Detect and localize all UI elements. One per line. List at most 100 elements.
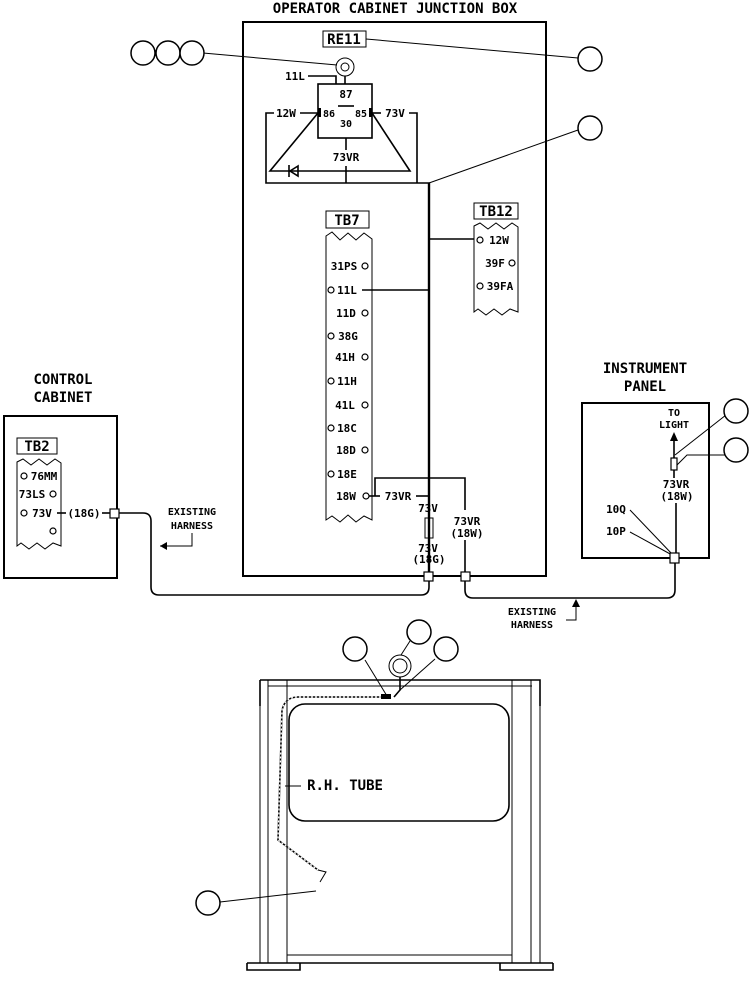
tb12-t-12w: 12W (489, 234, 509, 247)
trunk-leader (428, 129, 579, 184)
relay-pin-85: 85 (355, 109, 367, 120)
tb12-t-39f: 39F (485, 257, 505, 270)
connector-ip (669, 552, 680, 564)
tb12-tag-box (473, 202, 519, 220)
relay-mount-inner (340, 62, 350, 72)
relay-top-leader (202, 52, 338, 66)
tb12-screw (476, 282, 484, 290)
tb2-screw (49, 527, 57, 535)
light-leader-right (399, 658, 436, 691)
wire-73v-loop (409, 112, 418, 183)
pin-10p-label: 10P (606, 525, 626, 538)
tb12-tag: TB12 (479, 204, 513, 220)
harness-arrow-1-head (160, 542, 167, 550)
callout-balloon (433, 636, 459, 662)
callout-balloon (195, 890, 221, 916)
tb2-strip (16, 458, 62, 550)
tb2-t-73v: 73V (32, 507, 52, 520)
instrument-panel-outline (581, 402, 710, 559)
frame-bottom-leader (219, 890, 317, 903)
tb7-t-18c: 18C (337, 422, 357, 435)
relay-pin-30: 30 (340, 119, 352, 130)
harness-right (464, 563, 676, 599)
callout-balloon (130, 40, 156, 66)
wire-73v-jb-label-b: 73V (418, 542, 438, 555)
tb7-t-31ps: 31PS (331, 260, 358, 273)
relay-term-85 (369, 108, 372, 117)
frame-window (288, 703, 510, 822)
rh-tube-path-inner (277, 696, 385, 871)
tb7-screw (327, 470, 335, 478)
to-light-2: LIGHT (659, 420, 689, 431)
tb7-t-11d: 11D (336, 307, 356, 320)
light-mount-clip (381, 694, 391, 699)
wire-12w-label: 12W (276, 107, 296, 120)
callout-balloon (577, 115, 603, 141)
callout-balloon (577, 46, 603, 72)
to-light-arrow (670, 432, 678, 441)
tb7-screw (327, 332, 335, 340)
tb7-t-18d: 18D (336, 444, 356, 457)
wire-11l-label: 11L (285, 70, 305, 83)
harness-arrow-2 (566, 601, 577, 621)
tb12-t-39fa: 39FA (487, 280, 514, 293)
wire-18w-jb-label: (18W) (450, 527, 483, 540)
tb2-t-76mm: 76MM (31, 470, 58, 483)
tb7-screw (327, 286, 335, 294)
tb2-tag: TB2 (24, 439, 49, 455)
control-cabinet-title-1: CONTROL (33, 372, 92, 388)
light-mount-inner (392, 658, 408, 674)
tb2-screw (20, 509, 28, 517)
rh-tube-label: R.H. TUBE (307, 778, 383, 794)
wire-18g-jb-label: (18G) (412, 553, 445, 566)
tb2-screw (49, 490, 57, 498)
tb12-screw (508, 259, 516, 267)
wire-73vr-tb7-label: 73VR (385, 490, 412, 503)
relay-term-86 (318, 108, 321, 117)
light-mount-outer (388, 654, 412, 678)
pin-10q-label: 10Q (606, 503, 626, 516)
harness-label-2: HARNESS (511, 620, 553, 631)
tb7-t-18e: 18E (337, 468, 357, 481)
tb7-screw (361, 446, 369, 454)
existing-harness-2: EXISTING (508, 607, 556, 618)
tb2-t-73ls: 73LS (19, 488, 46, 501)
existing-harness-1: EXISTING (168, 507, 216, 518)
diode-symbol (288, 164, 299, 178)
wire-11l-relay (308, 75, 337, 84)
connector-73vr (460, 571, 471, 582)
wire-12w-loop (265, 112, 430, 184)
tb7-screw (361, 353, 369, 361)
frame-base (246, 962, 554, 971)
tb7-t-41h: 41H (335, 351, 355, 364)
tb7-screw (361, 401, 369, 409)
callout-balloon (723, 437, 749, 463)
tb7-t-18w: 18W (336, 490, 356, 503)
relay-pin-86: 86 (323, 109, 335, 120)
wire-73vr-ip-label: 73VR (663, 478, 690, 491)
ip-leader-1 (674, 414, 727, 456)
rh-tube-end (317, 869, 327, 883)
harness-label-1: HARNESS (171, 521, 213, 532)
callout-balloon (155, 40, 181, 66)
tb7-t-11h: 11H (337, 375, 357, 388)
tb7-screw (361, 309, 369, 317)
junction-box-title: OPERATOR CABINET JUNCTION BOX (273, 1, 518, 17)
wire-18g-tb2-label: (18G) (67, 507, 100, 520)
tb12-screw (476, 236, 484, 244)
harness-arrow-1 (160, 533, 193, 547)
instrument-panel-title-2: PANEL (624, 379, 666, 395)
tb7-strip (325, 231, 373, 523)
light-connector (670, 457, 678, 471)
callout-balloon (406, 619, 432, 645)
connector-73v (423, 571, 434, 582)
callout-balloon (723, 398, 749, 424)
wire-18w-ip-label: (18W) (660, 490, 693, 503)
re11-leader (365, 38, 579, 59)
tb7-tag: TB7 (334, 213, 359, 229)
tb12-strip (473, 222, 519, 316)
instrument-panel-title-1: INSTRUMENT (603, 361, 687, 377)
tb7-screw (327, 377, 335, 385)
ip-leader-2 (676, 454, 726, 466)
